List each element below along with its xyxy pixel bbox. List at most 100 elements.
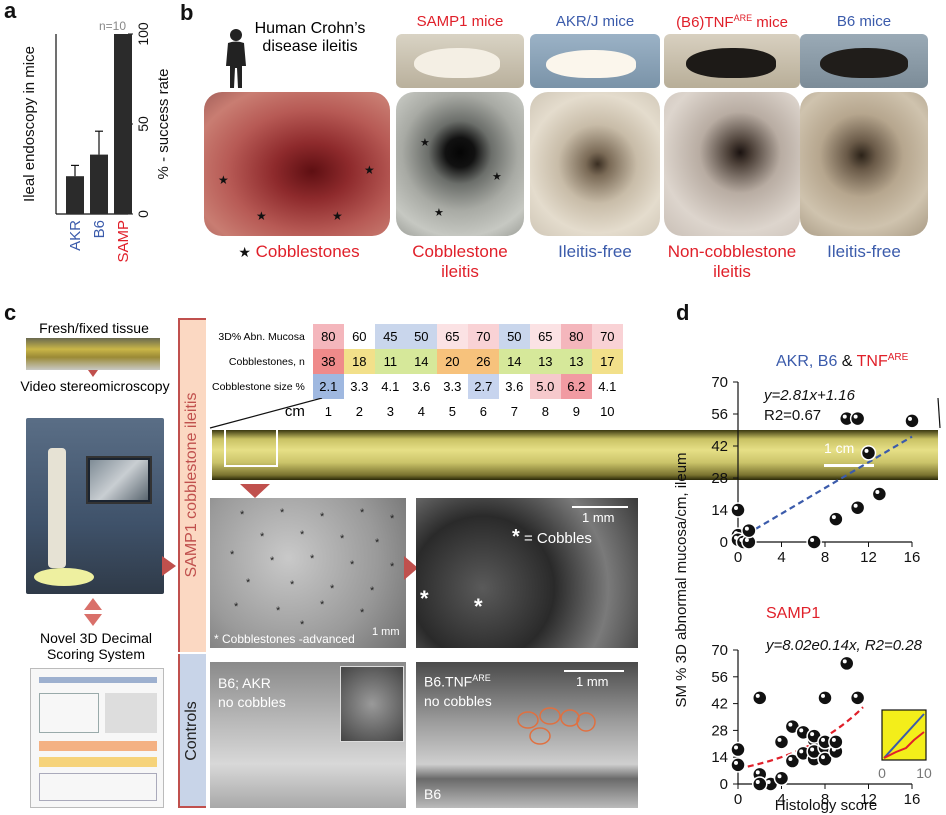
x-tick-label: 16 bbox=[904, 791, 921, 808]
svg-text:★: ★ bbox=[218, 173, 229, 187]
data-point bbox=[730, 502, 746, 518]
b6-akr-control-image: B6; AKR no cobbles bbox=[210, 662, 406, 808]
data-point-highlight bbox=[831, 515, 836, 520]
tnf-endoscopy-image bbox=[664, 92, 800, 236]
score-cell: 3.6 bbox=[498, 374, 530, 399]
video-stereo-label: Video stereomicroscopy bbox=[20, 378, 170, 394]
svg-text:★: ★ bbox=[492, 171, 502, 183]
score-cell: 80 bbox=[560, 324, 592, 349]
cobbles-legend: * = Cobbles bbox=[512, 526, 592, 548]
category-label: SAMP bbox=[115, 220, 132, 263]
score-cell: 65 bbox=[529, 324, 561, 349]
data-point bbox=[752, 690, 768, 706]
panel-c-letter: c bbox=[4, 300, 17, 325]
scale-1mm-label-c: 1 mm bbox=[576, 674, 609, 689]
data-point-highlight bbox=[853, 414, 858, 419]
cm-tick: 10 bbox=[600, 404, 615, 419]
data-point bbox=[806, 534, 822, 550]
data-point bbox=[730, 757, 746, 773]
data-point bbox=[773, 770, 790, 787]
data-point-highlight bbox=[810, 538, 815, 542]
score-cell: 11 bbox=[374, 349, 406, 374]
data-point bbox=[817, 751, 833, 767]
sem-star-marker: * bbox=[360, 507, 365, 519]
human-silhouette-icon bbox=[226, 29, 246, 88]
regression-line bbox=[737, 435, 913, 541]
panel-d-letter: d bbox=[676, 300, 690, 325]
samp1-endoscopy-image: ★ ★ ★ bbox=[396, 92, 524, 236]
human-crohns-title: Human Crohn’s disease ileitis bbox=[254, 20, 366, 56]
inset-line-blue bbox=[883, 713, 925, 759]
tick-label: 50 bbox=[135, 116, 151, 132]
x-tick-label: 12 bbox=[860, 791, 877, 808]
x-axis-label: Histology score bbox=[775, 797, 878, 814]
cobble-star-1: * bbox=[420, 586, 429, 611]
x-tick-label: 0 bbox=[734, 549, 742, 566]
top-r2: R2=0.67 bbox=[764, 407, 821, 424]
data-point-highlight bbox=[821, 737, 825, 742]
data-point-highlight bbox=[744, 538, 749, 542]
score-cell: 60 bbox=[343, 324, 375, 349]
data-point bbox=[839, 655, 855, 672]
scale-1cm-label: 1 cm bbox=[824, 440, 855, 456]
samp1-mice-label: SAMP1 mice bbox=[416, 13, 504, 30]
data-point bbox=[871, 486, 888, 502]
sem-star-marker: * bbox=[350, 559, 355, 571]
sem-star-marker: * bbox=[330, 583, 335, 595]
data-point bbox=[752, 776, 768, 792]
akrj-endoscopy-image bbox=[530, 92, 660, 236]
sem-star-marker: * bbox=[290, 579, 295, 591]
sem-star-marker: * bbox=[390, 513, 395, 525]
cm-tick: 5 bbox=[448, 404, 456, 419]
data-point-highlight bbox=[821, 693, 825, 698]
cm-tick: 3 bbox=[386, 404, 394, 419]
arrow-right-icon-2 bbox=[404, 556, 418, 580]
data-point-highlight bbox=[734, 506, 738, 510]
cm-label: cm bbox=[284, 403, 305, 420]
top-plot-title: AKR, B6 & TNFARE bbox=[776, 352, 909, 370]
scale-1mm-label-b: 1 mm bbox=[582, 510, 615, 525]
score-cell: 2.1 bbox=[312, 374, 344, 399]
sem-star-marker: * bbox=[370, 585, 375, 597]
score-row-label: Cobblestone size % bbox=[212, 380, 305, 393]
svg-text:★: ★ bbox=[332, 209, 343, 223]
top-equation: y=2.81x+1.16 bbox=[763, 387, 856, 404]
cm-tick: 1 bbox=[324, 404, 332, 419]
arrow-updown-icon bbox=[84, 598, 102, 626]
svg-text:★: ★ bbox=[256, 209, 267, 223]
data-point-highlight bbox=[842, 414, 847, 419]
tick-label: 0 bbox=[135, 210, 151, 218]
data-point-highlight bbox=[799, 728, 804, 733]
x-tick-label: 4 bbox=[777, 549, 785, 566]
sem-star-marker: * bbox=[375, 537, 380, 549]
tissue-photo bbox=[26, 338, 160, 370]
inset-tick: 10 bbox=[916, 765, 932, 781]
data-point bbox=[849, 690, 866, 706]
data-point-highlight bbox=[842, 659, 847, 664]
category-label: AKR bbox=[67, 220, 84, 251]
samp1-ileum-strip: 1 cm bbox=[212, 430, 938, 480]
cm-tick: 8 bbox=[541, 404, 549, 419]
data-point-highlight bbox=[875, 490, 880, 494]
caption-samp1: Cobblestone ileitis bbox=[412, 242, 508, 281]
sem-closeup-image: 1 mm * = Cobbles * * bbox=[416, 498, 638, 648]
sem-star-marker: * bbox=[240, 509, 245, 521]
data-point bbox=[784, 753, 801, 769]
scale-1mm-label-a: 1 mm bbox=[372, 626, 400, 638]
x-tick-label: 4 bbox=[777, 791, 785, 808]
y-tick-label: 42 bbox=[711, 438, 728, 455]
score-cell: 26 bbox=[467, 349, 499, 374]
zoom-box bbox=[224, 430, 278, 467]
data-point-highlight bbox=[777, 774, 782, 779]
zoom-arrow-icon bbox=[240, 484, 270, 498]
svg-text:★: ★ bbox=[364, 163, 375, 177]
data-point bbox=[730, 741, 746, 758]
score-cell: 18 bbox=[343, 349, 375, 374]
y2-axis-label: % - success rate bbox=[155, 69, 170, 180]
y-tick-label: 0 bbox=[720, 776, 728, 793]
score-cell: 70 bbox=[467, 324, 499, 349]
data-point-highlight bbox=[799, 749, 804, 754]
data-point-highlight bbox=[853, 693, 858, 698]
